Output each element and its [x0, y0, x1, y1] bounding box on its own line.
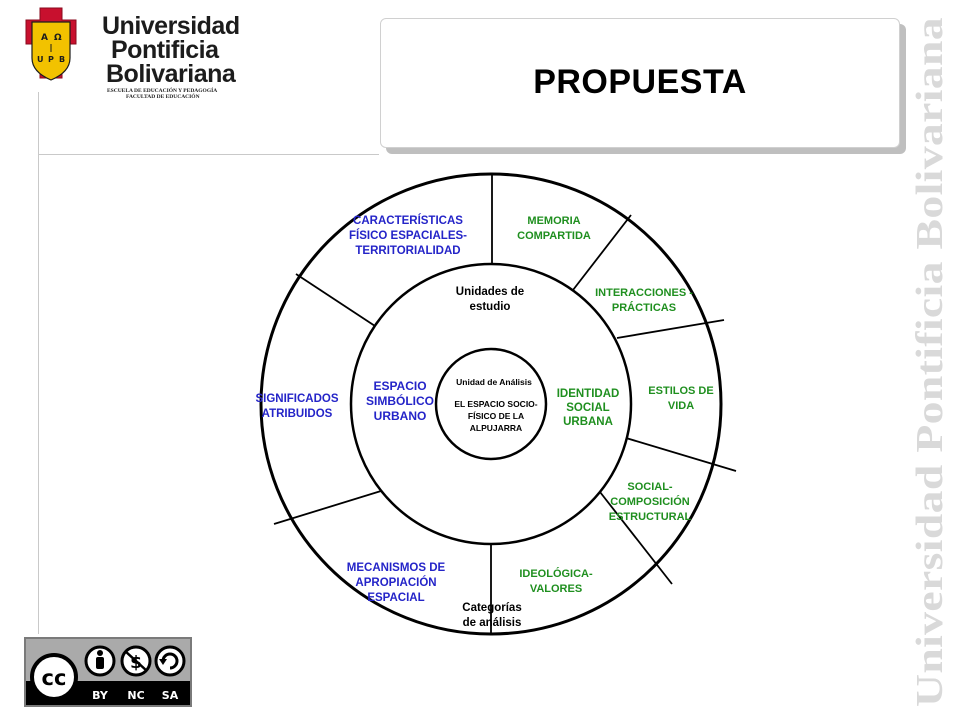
inner-heading: Unidad de Análisis: [456, 377, 532, 387]
caracteristicas-line-1: CARACTERÍSTICAS: [353, 214, 463, 227]
espacio-line-1: ESPACIO: [373, 379, 426, 393]
mecanismos-line-2: APROPIACIÓN: [355, 576, 436, 589]
logo-subtitle-escuela: ESCUELA DE EDUCACIÓN Y PEDAGOGÍA: [107, 88, 218, 94]
frame-line-vertical: [38, 154, 39, 634]
espacio-line-2: SIMBÓLICO: [366, 393, 434, 408]
social-line-3: ESTRUCTURAL: [609, 511, 692, 523]
shield-cross-icon: A Ω U P B: [25, 7, 77, 81]
categorias-line-2: de análisis: [463, 617, 522, 629]
ideologica-line-2: VALORES: [530, 583, 582, 595]
svg-text:$: $: [130, 653, 142, 673]
identidad-line-3: URBANA: [563, 416, 613, 428]
ideologica-line-1: IDEOLÓGICA-: [519, 567, 593, 580]
frame-line: [38, 92, 379, 155]
identidad-line-2: SOCIAL: [566, 402, 609, 414]
identidad-line-1: IDENTIDAD: [557, 388, 620, 400]
shield-letter-omega: Ω: [54, 33, 62, 43]
mecanismos-line-1: MECANISMOS DE: [347, 562, 446, 574]
mecanismos-line-3: ESPACIAL: [367, 592, 424, 604]
sector-dividers: [273, 174, 737, 634]
unidades-line-2: estudio: [470, 301, 511, 313]
license-label-sa: SA: [162, 689, 179, 702]
cc-license-badge: cc $ BY NC SA: [24, 637, 192, 707]
title-card: PROPUESTA: [380, 18, 900, 148]
memoria-line-1: MEMORIA: [527, 215, 580, 227]
inner-line-1: EL ESPACIO SOCIO-: [454, 399, 537, 409]
watermark: Universidad Pontificia Bolivariana: [912, 12, 950, 712]
estilos-line-2: VIDA: [668, 400, 694, 412]
social-line-2: COMPOSICIÓN: [610, 495, 690, 508]
concentric-circles-diagram: Unidad de Análisis EL ESPACIO SOCIO- FÍS…: [255, 172, 737, 636]
categorias-line-1: Categorías: [462, 602, 521, 614]
estilos-line-1: ESTILOS DE: [648, 385, 713, 397]
shield-letter-p: P: [48, 55, 54, 64]
logo-subtitle-facultad: FACULTAD DE EDUCACIÓN: [126, 94, 200, 100]
shield-letter-u: U: [37, 55, 44, 64]
espacio-line-3: URBANO: [374, 409, 427, 423]
social-line-1: SOCIAL-: [627, 481, 673, 493]
logo-line-universidad: Universidad: [102, 12, 240, 40]
watermark-text: Universidad Pontificia Bolivariana: [912, 17, 950, 707]
nc-icon: $: [120, 645, 152, 677]
caracteristicas-line-2: FÍSICO ESPACIALES-: [349, 229, 467, 242]
cc-icon: cc: [30, 653, 78, 701]
logo-line-pontificia: Pontificia: [111, 36, 219, 64]
inner-circle: [434, 347, 548, 461]
interacciones-line-1: INTERACCIONES -: [595, 287, 693, 299]
license-label-nc: NC: [127, 689, 144, 702]
inner-line-3: ALPUJARRA: [470, 423, 522, 433]
svg-text:cc: cc: [42, 666, 67, 690]
significados-line-1: SIGNIFICADOS: [255, 393, 338, 405]
inner-line-2: FÍSICO DE LA: [468, 411, 524, 421]
interacciones-line-2: PRÁCTICAS: [612, 301, 676, 314]
license-label-by: BY: [92, 689, 109, 702]
logo-line-bolivariana: Bolivariana: [106, 60, 236, 88]
concept-diagram: Unidad de Análisis EL ESPACIO SOCIO- FÍS…: [230, 164, 750, 654]
by-icon: [84, 645, 116, 677]
significados-line-2: ATRIBUIDOS: [262, 408, 333, 420]
sa-icon: [154, 645, 186, 677]
unidades-line-1: Unidades de: [456, 286, 524, 298]
caracteristicas-line-3: TERRITORIALIDAD: [355, 245, 460, 257]
memoria-line-2: COMPARTIDA: [517, 230, 591, 242]
page-title: PROPUESTA: [533, 63, 747, 101]
shield-letter-a: A: [41, 33, 48, 43]
shield-letter-b: B: [59, 55, 65, 64]
university-logo: A Ω U P B Universidad Pontificia Bolivar…: [12, 6, 240, 100]
